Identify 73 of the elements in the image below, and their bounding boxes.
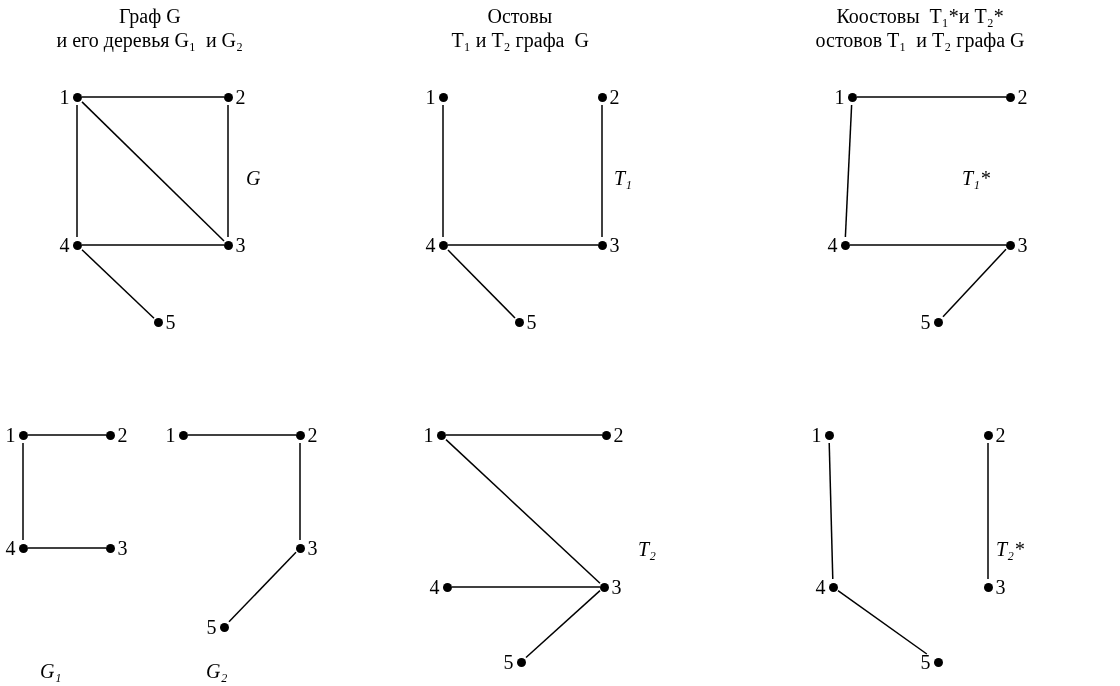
heading: Граф G (119, 5, 181, 27)
graph-vertex: 3 (223, 237, 246, 253)
graph-vertex: 4 (815, 579, 838, 595)
graph-edge (942, 248, 1007, 318)
graph-vertex: 3 (1005, 237, 1028, 253)
graph-edge (525, 589, 601, 659)
graph-vertex: 5 (153, 314, 176, 330)
graph-edge (27, 434, 107, 436)
graph-edge (81, 249, 155, 319)
graph-edge (442, 104, 444, 238)
graph-vertex: 1 (834, 89, 857, 105)
graph-edge (844, 104, 853, 238)
graph-name: T₂* (996, 538, 1025, 560)
graph-edge (27, 547, 107, 549)
graph-vertex: 1 (59, 89, 82, 105)
graph-edge (187, 434, 297, 436)
graph-edge (81, 101, 225, 242)
heading: Остовы (487, 5, 553, 27)
graph-edge (81, 96, 225, 98)
graph-vertex: 2 (1005, 89, 1028, 105)
graph-name: T₁* (962, 167, 991, 189)
graph-edge (856, 96, 1007, 98)
graph-vertex: 3 (105, 540, 128, 556)
graph-name: T₁ (614, 167, 633, 189)
graph-edge (447, 249, 516, 319)
graph-edge (447, 244, 599, 246)
graph-edge (451, 586, 601, 588)
graph-vertex: 4 (827, 237, 850, 253)
graph-vertex: 5 (206, 619, 229, 635)
graph-edge (22, 442, 24, 541)
heading: остовов T₁ и T₂ графа G (815, 29, 1025, 51)
graph-edge (445, 438, 601, 584)
graph-vertex: 5 (514, 314, 537, 330)
graph-vertex: 5 (503, 654, 526, 670)
graph-edge (76, 104, 78, 238)
graph-edge (227, 104, 229, 238)
graph-vertex: 1 (811, 427, 834, 443)
graph-vertex: 3 (983, 579, 1006, 595)
graph-vertex: 2 (597, 89, 620, 105)
heading: Коостовы T₁*и T₂* (836, 5, 1004, 27)
graph-vertex: 5 (920, 654, 943, 670)
graph-edge (837, 589, 928, 655)
graph-vertex: 4 (425, 237, 448, 253)
graph-edge (81, 244, 225, 246)
graph-vertex: 2 (983, 427, 1006, 443)
graph-edge (228, 551, 297, 623)
graph-vertex: 1 (423, 427, 446, 443)
graph-vertex: 3 (599, 579, 622, 595)
graph-name: G₂ (206, 660, 228, 682)
graph-vertex: 3 (597, 237, 620, 253)
graph-vertex: 2 (295, 427, 318, 443)
graph-edge (601, 104, 603, 238)
heading: T₁ и T₂ графа G (451, 29, 589, 51)
graph-edge (849, 244, 1007, 246)
graph-vertex: 1 (5, 427, 28, 443)
graph-vertex: 2 (601, 427, 624, 443)
graph-vertex: 2 (105, 427, 128, 443)
graph-vertex: 5 (920, 314, 943, 330)
graph-vertex: 3 (295, 540, 318, 556)
graph-edge (987, 442, 989, 580)
graph-vertex: 4 (59, 237, 82, 253)
graph-edge (828, 442, 834, 580)
graph-vertex: 4 (5, 540, 28, 556)
graph-vertex: 1 (425, 89, 448, 105)
graph-edge (445, 434, 603, 436)
graph-name: G (246, 167, 261, 189)
graph-name: G₁ (40, 660, 62, 682)
heading: и его деревья G₁ и G₂ (56, 29, 243, 51)
graph-edge (299, 442, 301, 541)
graph-vertex: 4 (429, 579, 452, 595)
graph-vertex: 2 (223, 89, 246, 105)
graph-vertex: 1 (165, 427, 188, 443)
graph-name: T₂ (638, 538, 657, 560)
